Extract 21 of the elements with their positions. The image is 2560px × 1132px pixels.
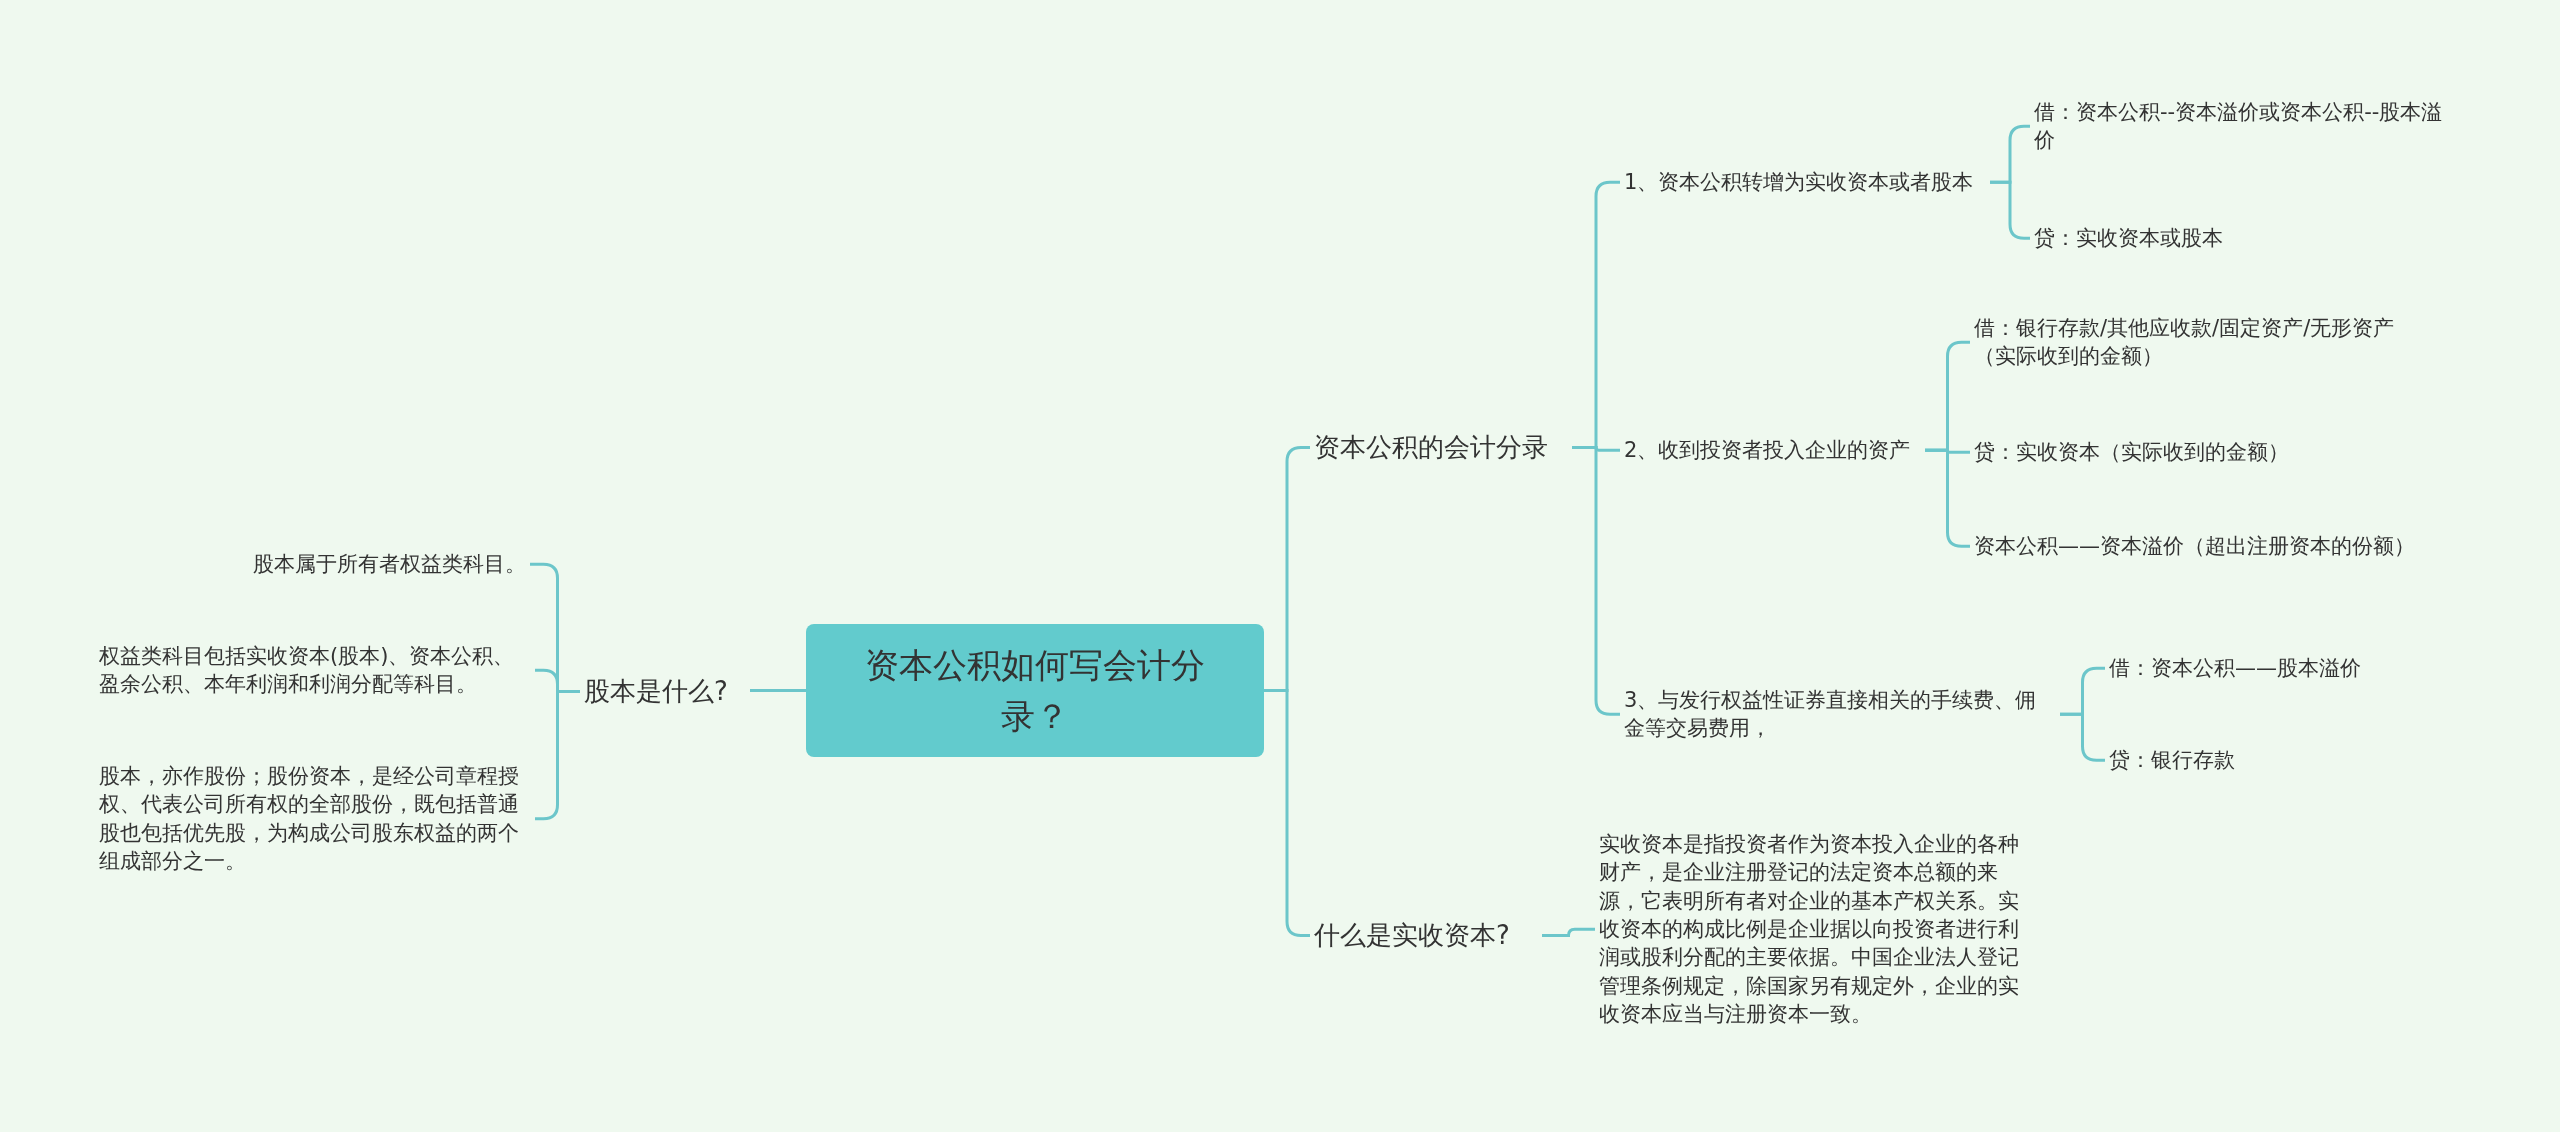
leaf-text: 1、资本公积转增为实收资本或者股本 (1620, 166, 1990, 199)
central-topic-box: 资本公积如何写会计分录？ (806, 624, 1264, 757)
leaf-text: 权益类科目包括实收资本(股本)、资本公积、盈余公积、本年利润和利润分配等科目。 (95, 640, 535, 701)
leaf-text: 贷：实收资本或股本 (2030, 222, 2330, 255)
connector-line (1542, 927, 1595, 938)
leaf-text: 股本，亦作股份；股份资本，是经公司章程授权、代表公司所有权的全部股份，既包括普通股也包括优先股，为构成公司股东权益的两个组成部分之一。 (95, 760, 535, 878)
leaf-text: 贷：银行存款 (2105, 744, 2305, 777)
leaf-text: 借：资本公积——股本溢价 (2105, 652, 2445, 685)
leaf-text: 实收资本是指投资者作为资本投入企业的各种财产，是企业注册登记的法定资本总额的来源，它表明所有者对企业的基本产权关系。实收资本的构成比例是企业据以向投资者进行利润或股利分配的主要依据。中国企业法人登记管理条例规定，除国家另有规定外，企业的实收资本应当与注册资本一致。 (1595, 828, 2035, 1031)
leaf-text: 2、收到投资者投入企业的资产 (1620, 434, 1925, 467)
connector-line (2060, 712, 2105, 762)
leaf-text: 贷：实收资本（实际收到的金额） (1970, 436, 2390, 469)
leaf-text: 3、与发行权益性证券直接相关的手续费、佣金等交易费用， (1620, 684, 2060, 745)
branch-topic: 股本是什么? (580, 672, 750, 712)
branch-topic: 什么是实收资本? (1310, 916, 1542, 956)
branch-topic: 资本公积的会计分录 (1310, 428, 1572, 468)
leaf-text: 借：资本公积--资本溢价或资本公积--股本溢价 (2030, 96, 2450, 157)
leaf-text: 借：银行存款/其他应收款/固定资产/无形资产（实际收到的金额） (1970, 312, 2410, 373)
connector-line (750, 689, 806, 692)
leaf-text: 资本公积——资本溢价（超出注册资本的份额） (1970, 530, 2420, 563)
leaf-text: 股本属于所有者权益类科目。 (120, 548, 530, 581)
